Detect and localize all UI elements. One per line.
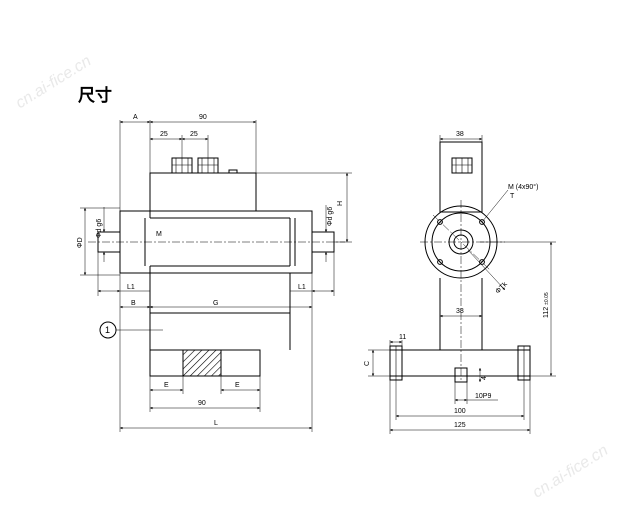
dim-25-a: 25 [160, 131, 168, 138]
dim-G: G [213, 300, 218, 307]
connector-left [171, 157, 193, 174]
side-view: A 90 25 25 H Φd g6 Φd g6 ΦD M [77, 114, 352, 432]
end-view: 38 M (4x90°) T ΦTk 38 112±0.05 C 11 4 1 [364, 131, 556, 434]
label-T: T [510, 193, 515, 200]
dim-25-b: 25 [190, 131, 198, 138]
dim-90-top: 90 [199, 114, 207, 121]
connector-end [451, 157, 473, 174]
dim-38-mid: 38 [456, 308, 464, 315]
dim-4: 4 [481, 376, 488, 380]
page-title: 尺寸 [78, 85, 112, 106]
dim-L1-right: L1 [298, 284, 306, 291]
dim-E-left: E [164, 382, 169, 389]
dim-C: C [364, 361, 371, 366]
label-M-holes: M (4x90°) [508, 183, 538, 191]
dim-D: ΦD [77, 237, 84, 248]
dim-dg6-left: Φd g6 [96, 219, 103, 238]
label-M-side: M [156, 231, 162, 238]
dim-10P9: 10P9 [475, 393, 491, 400]
dim-Tk: ΦTk [494, 281, 509, 296]
dim-L1-left: L1 [127, 284, 135, 291]
dim-125: 125 [454, 422, 466, 429]
watermark-bottom: cn.ai-fice.cn [530, 442, 611, 502]
dim-dg6-right: Φd g6 [327, 207, 334, 226]
dim-A: A [133, 114, 138, 121]
dim-100: 100 [454, 408, 466, 415]
connector-right [197, 157, 219, 174]
dim-112: 112±0.05 [543, 292, 550, 318]
dim-L: L [214, 420, 218, 427]
dim-B: B [131, 300, 136, 307]
dim-11: 11 [399, 334, 406, 341]
dim-90-bottom: 90 [198, 400, 206, 407]
dim-E-right: E [235, 382, 240, 389]
callout-number: 1 [105, 325, 110, 335]
dim-H: H [337, 201, 344, 206]
dim-38-top: 38 [456, 131, 464, 138]
